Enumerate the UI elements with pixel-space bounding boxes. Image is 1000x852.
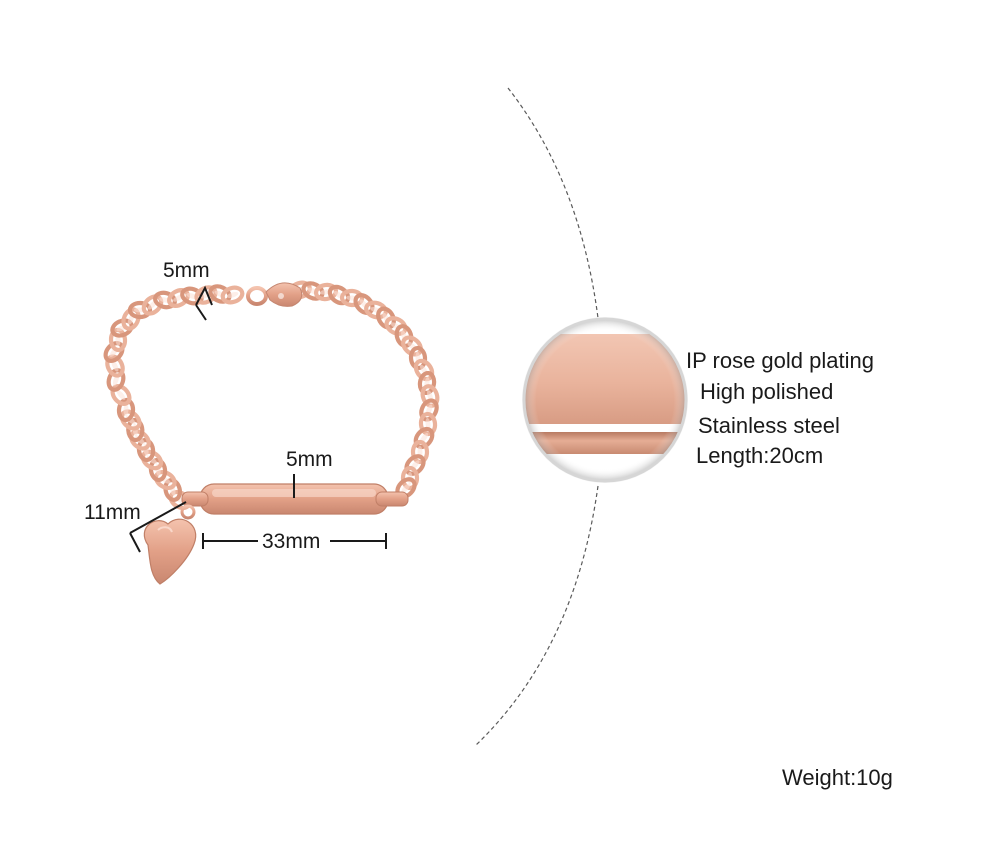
chain-link bbox=[180, 286, 204, 306]
chain-width-label: 5mm bbox=[163, 259, 210, 282]
chain-link bbox=[376, 306, 396, 330]
chain-link bbox=[220, 285, 245, 305]
chain-link bbox=[394, 324, 414, 348]
spec-finish: High polished bbox=[700, 379, 834, 404]
chain-link bbox=[410, 439, 430, 465]
chain-link bbox=[153, 469, 177, 491]
charm-size-label: 11mm bbox=[84, 501, 141, 524]
chain-link bbox=[116, 397, 136, 423]
chain-link bbox=[163, 478, 183, 502]
chain-link bbox=[110, 318, 134, 338]
guide-arc-top bbox=[507, 87, 599, 319]
chain-link bbox=[110, 384, 132, 406]
chain-link bbox=[420, 384, 440, 408]
chain-link bbox=[140, 449, 164, 471]
chain-link bbox=[353, 293, 375, 315]
chain-link bbox=[413, 358, 435, 382]
chain-link bbox=[313, 282, 339, 302]
chain-link bbox=[153, 290, 177, 310]
chain-link bbox=[119, 409, 142, 431]
dimension-bar-length bbox=[202, 533, 387, 549]
chain-link bbox=[167, 288, 190, 308]
chain-link bbox=[404, 454, 426, 476]
chain-link bbox=[126, 417, 145, 443]
chain-link bbox=[194, 285, 218, 305]
chain-link bbox=[418, 411, 438, 437]
chain-link bbox=[400, 465, 420, 491]
chain-link bbox=[339, 288, 365, 308]
chain-link-highlight bbox=[123, 404, 129, 416]
chain-link bbox=[419, 398, 439, 422]
magnifier-lens bbox=[522, 317, 688, 483]
chain-link bbox=[129, 429, 151, 451]
dimension-chain-width bbox=[195, 285, 213, 321]
chain-link-highlight bbox=[401, 483, 411, 493]
chain-link bbox=[301, 281, 325, 301]
spec-length: Length:20cm bbox=[696, 443, 824, 468]
spec-material: Stainless steel bbox=[698, 413, 840, 438]
bar-height-label: 5mm bbox=[286, 448, 333, 471]
spec-plating: IP rose gold plating bbox=[686, 348, 874, 373]
chain-link bbox=[148, 457, 168, 483]
chain-link bbox=[327, 284, 351, 306]
id-bar bbox=[181, 483, 409, 515]
chain-link bbox=[413, 426, 435, 450]
chain-link-highlight bbox=[226, 292, 239, 298]
chain-link bbox=[106, 368, 126, 392]
heart-charm bbox=[143, 504, 197, 585]
chain-link bbox=[208, 284, 232, 304]
chain-link bbox=[127, 300, 153, 320]
weight-label: Weight:10g bbox=[782, 765, 893, 790]
curb-chain bbox=[103, 280, 440, 511]
chain-link bbox=[401, 335, 423, 357]
chain-link bbox=[364, 300, 388, 320]
bar-length-label: 33mm bbox=[262, 530, 321, 553]
chain-link-highlight bbox=[111, 360, 119, 372]
chain-link bbox=[417, 370, 437, 396]
chain-link bbox=[105, 354, 125, 378]
chain-link bbox=[408, 345, 428, 371]
lobster-clasp bbox=[246, 282, 303, 307]
chain-link-highlight bbox=[116, 390, 126, 400]
dimension-charm bbox=[129, 501, 187, 553]
chain-link bbox=[136, 437, 156, 463]
chain-link bbox=[103, 341, 125, 363]
guide-arc-bottom bbox=[475, 485, 599, 746]
chain-link bbox=[384, 316, 408, 336]
